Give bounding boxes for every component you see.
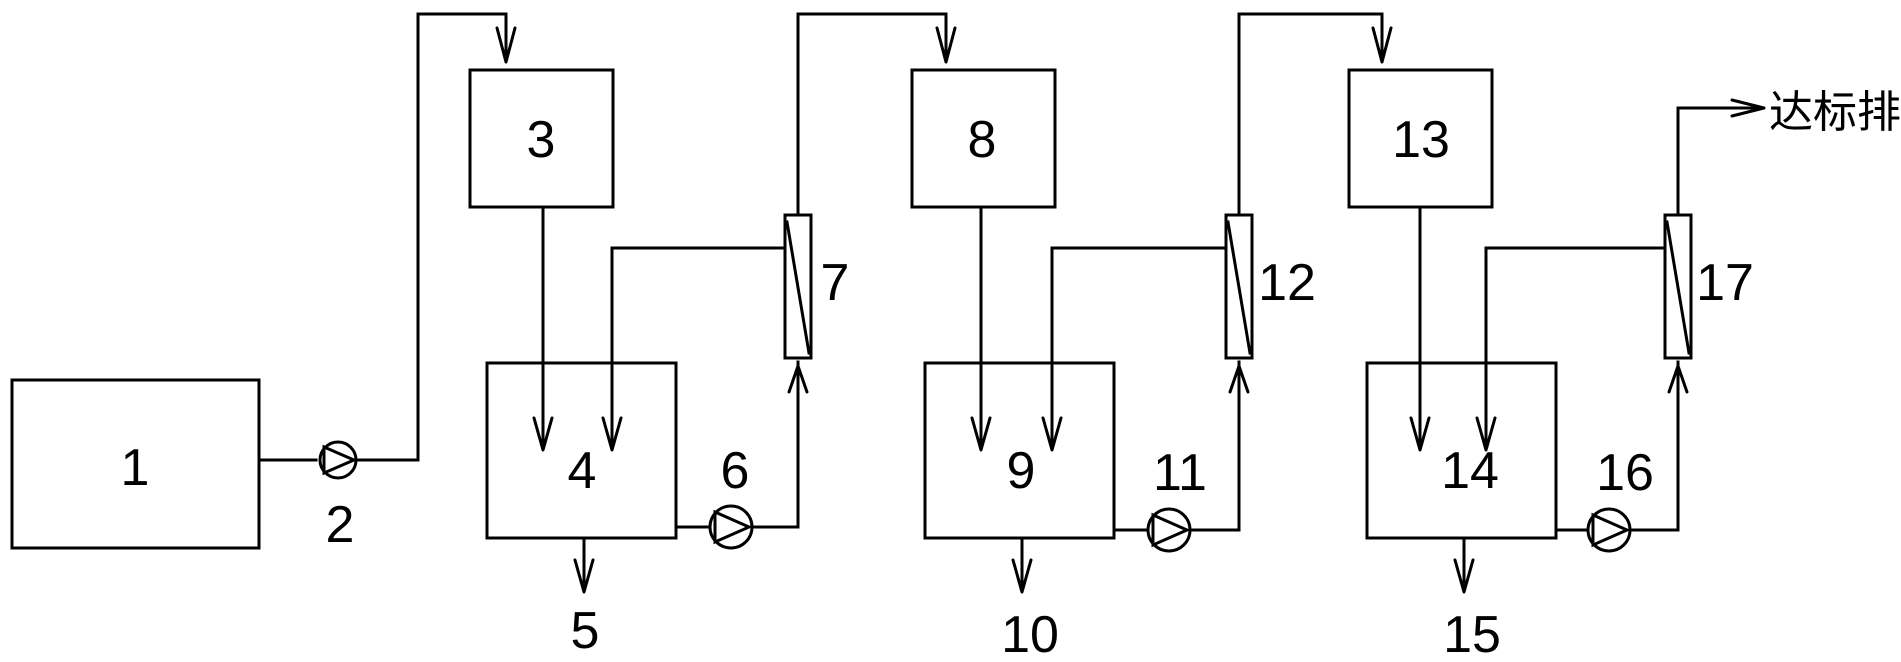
pump-16-label: 16 — [1596, 444, 1654, 502]
arrow-into-17-icon — [1667, 364, 1689, 394]
box-8-label: 8 — [968, 111, 997, 169]
arrow-13-14-icon — [1409, 416, 1431, 452]
pump-6-label: 6 — [721, 442, 750, 500]
discharge-label: 达标排放 — [1769, 87, 1901, 138]
pump-2-icon — [318, 440, 358, 480]
arrow-14-15-icon — [1453, 558, 1475, 594]
arrow-into-8-icon — [935, 26, 957, 64]
arrow-9-10-icon — [1011, 558, 1033, 594]
pipe-6-7 — [750, 360, 800, 529]
tank-1-label: 1 — [121, 439, 150, 497]
tank-4-label: 4 — [568, 442, 597, 500]
out-10-label: 10 — [1001, 606, 1059, 662]
return-7-4 — [610, 246, 787, 447]
tank-4 — [485, 361, 678, 540]
arrow-into-3-icon — [495, 26, 517, 64]
out-5-label: 5 — [571, 602, 600, 660]
pipe-12-13 — [1237, 12, 1384, 217]
pipe-2-3 — [354, 12, 508, 462]
arrow-3-4-icon — [532, 416, 554, 452]
pump-16-icon — [1586, 507, 1632, 553]
out-15-label: 15 — [1443, 606, 1501, 662]
tank-14-label: 14 — [1441, 442, 1499, 500]
arrow-discharge-icon — [1730, 98, 1766, 118]
arrow-into-13-icon — [1371, 26, 1393, 64]
pipe-16-17 — [1628, 360, 1680, 532]
membrane-17-label: 17 — [1696, 254, 1754, 312]
arrow-8-9-icon — [970, 416, 992, 452]
tank-9 — [923, 361, 1116, 540]
membrane-7-label: 7 — [821, 254, 850, 312]
membrane-7-slash — [785, 220, 811, 355]
arrow-return-12-9-icon — [1041, 416, 1063, 452]
arrow-return-17-14-icon — [1475, 416, 1497, 452]
pump-2-label: 2 — [326, 496, 355, 554]
tank-14 — [1365, 361, 1558, 540]
box-8 — [910, 68, 1057, 209]
box-13-label: 13 — [1392, 111, 1450, 169]
membrane-12-slash — [1226, 220, 1252, 355]
membrane-12-label: 12 — [1258, 254, 1316, 312]
arrow-into-12-icon — [1228, 364, 1250, 394]
tank-1 — [10, 378, 261, 550]
arrow-return-7-4-icon — [601, 416, 623, 452]
pump-11-label: 11 — [1153, 444, 1207, 502]
pump-11-icon — [1146, 507, 1192, 553]
return-17-14 — [1484, 246, 1667, 447]
box-3-label: 3 — [527, 111, 556, 169]
tank-9-label: 9 — [1007, 442, 1036, 500]
membrane-17-slash — [1665, 220, 1691, 355]
pipe-7-8 — [796, 12, 948, 217]
pump-6-icon — [708, 504, 754, 550]
return-12-9 — [1050, 246, 1228, 447]
arrow-4-5-icon — [573, 558, 595, 594]
arrow-into-7-icon — [787, 364, 809, 394]
pipe-11-12 — [1188, 360, 1241, 532]
pipe-discharge — [1676, 106, 1762, 217]
